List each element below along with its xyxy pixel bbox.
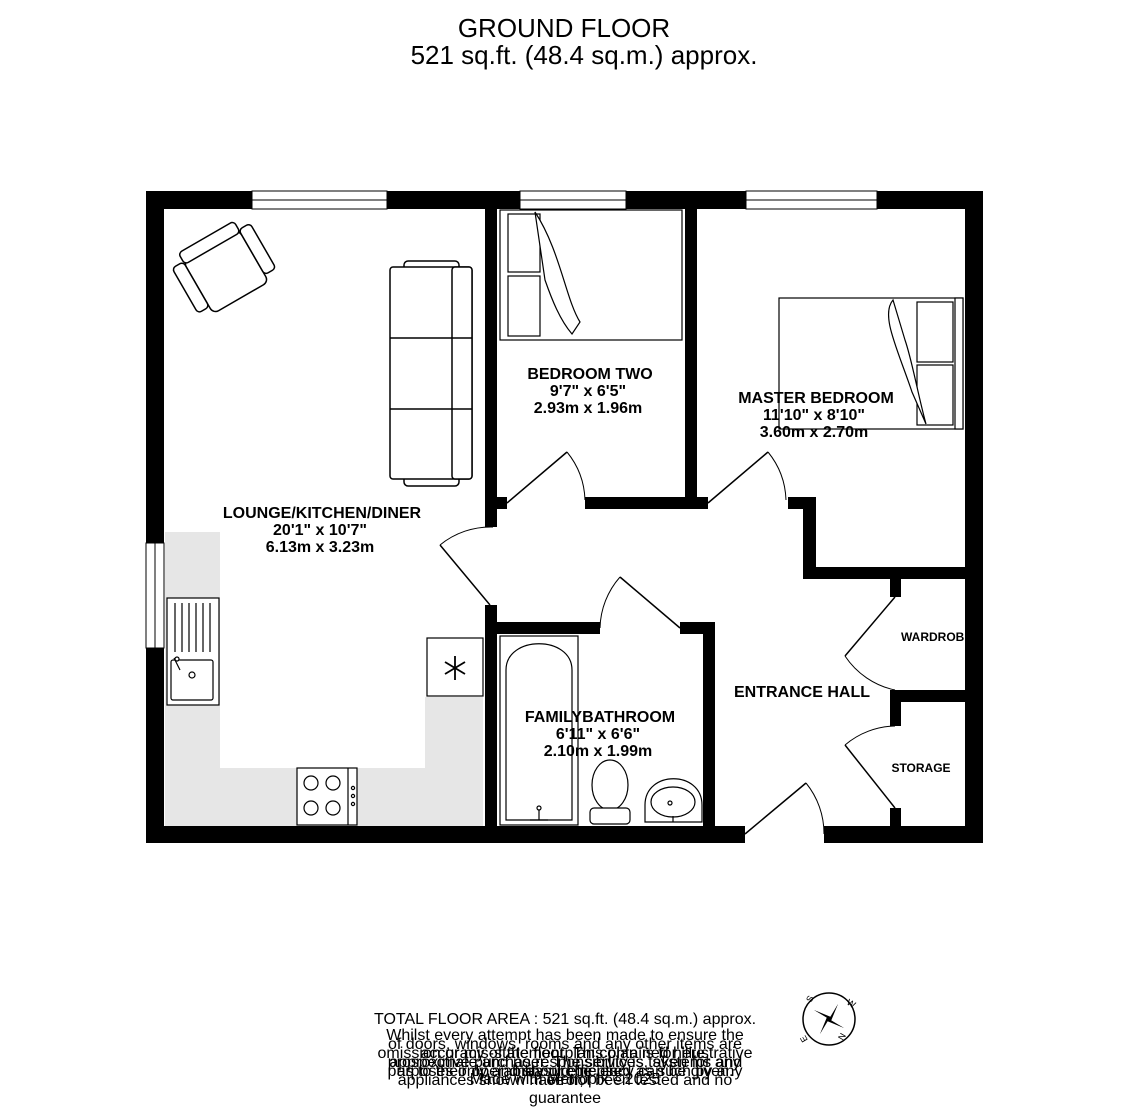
toilet-icon <box>589 759 631 825</box>
svg-text:3.60m x 2.70m: 3.60m x 2.70m <box>760 424 869 441</box>
svg-text:S: S <box>804 994 816 1004</box>
bathtub-icon <box>499 635 579 826</box>
disclaimer-line-5: as to their operability or efficiency ca… <box>396 1063 734 1080</box>
svg-text:9'7" x 6'5": 9'7" x 6'5" <box>550 383 626 400</box>
disclaimer-line-1: Whilst every attempt has been made to en… <box>386 1027 744 1080</box>
disclaimer-line-2: of doors, windows, rooms and any other i… <box>388 1036 742 1089</box>
svg-text:2.93m x 1.96m: 2.93m x 1.96m <box>534 400 643 417</box>
svg-text:N: N <box>836 1031 848 1042</box>
fridge-freezer-icon <box>426 637 484 697</box>
windows <box>145 190 878 649</box>
svg-text:11'10" x 8'10": 11'10" x 8'10" <box>763 407 865 424</box>
wardrobe-label: WARDROBE <box>901 630 972 644</box>
svg-text:6'11" x 6'6": 6'11" x 6'6" <box>556 726 640 743</box>
svg-text:LOUNGE/KITCHEN/DINER: LOUNGE/KITCHEN/DINER <box>223 505 422 522</box>
lounge-label: LOUNGE/KITCHEN/DINER 20'1" x 10'7" 6.13m… <box>223 505 422 556</box>
cooker-hob-icon <box>296 767 358 826</box>
svg-text:6.13m x 3.23m: 6.13m x 3.23m <box>266 539 375 556</box>
floor-title: GROUND FLOOR <box>457 13 671 43</box>
metropix-credit: Made with Metropix ©2025 <box>469 1071 661 1088</box>
doors <box>439 451 896 835</box>
svg-text:FAMILYBATHROOM: FAMILYBATHROOM <box>525 709 675 726</box>
svg-text:2.10m x 1.99m: 2.10m x 1.99m <box>544 743 653 760</box>
svg-text:E: E <box>798 1034 810 1044</box>
svg-text:BEDROOM TWO: BEDROOM TWO <box>527 366 652 383</box>
family-bathroom-label: FAMILYBATHROOM 6'11" x 6'6" 2.10m x 1.99… <box>525 709 675 760</box>
svg-text:MASTER BEDROOM: MASTER BEDROOM <box>738 390 894 407</box>
bedroom-two-label: BEDROOM TWO 9'7" x 6'5" 2.93m x 1.96m <box>527 366 652 417</box>
svg-text:20'1" x 10'7": 20'1" x 10'7" <box>273 522 367 539</box>
disclaimer-line-3: omission or mis-statement. This plan is … <box>377 1045 753 1080</box>
kitchen-floor-area <box>165 532 483 826</box>
double-bed-icon <box>778 297 964 430</box>
total-floor-area: TOTAL FLOOR AREA : 521 sq.ft. (48.4 sq.m… <box>373 1011 757 1028</box>
compass-icon: S W E N <box>798 992 858 1046</box>
entrance-hall-label: ENTRANCE HALL <box>734 684 870 701</box>
floor-plan: LOUNGE/KITCHEN/DINER 20'1" x 10'7" 6.13m… <box>145 190 983 1046</box>
master-bedroom-label: MASTER BEDROOM 11'10" x 8'10" 3.60m x 2.… <box>738 390 894 441</box>
sofa-icon <box>389 260 473 487</box>
armchair-icon <box>172 221 276 313</box>
kitchen-sink-icon <box>166 597 220 706</box>
single-bed-icon <box>499 209 683 341</box>
floor-area: 521 sq.ft. (48.4 sq.m.) approx. <box>410 40 758 70</box>
wash-basin-icon <box>644 778 703 823</box>
storage-label: STORAGE <box>891 761 950 775</box>
